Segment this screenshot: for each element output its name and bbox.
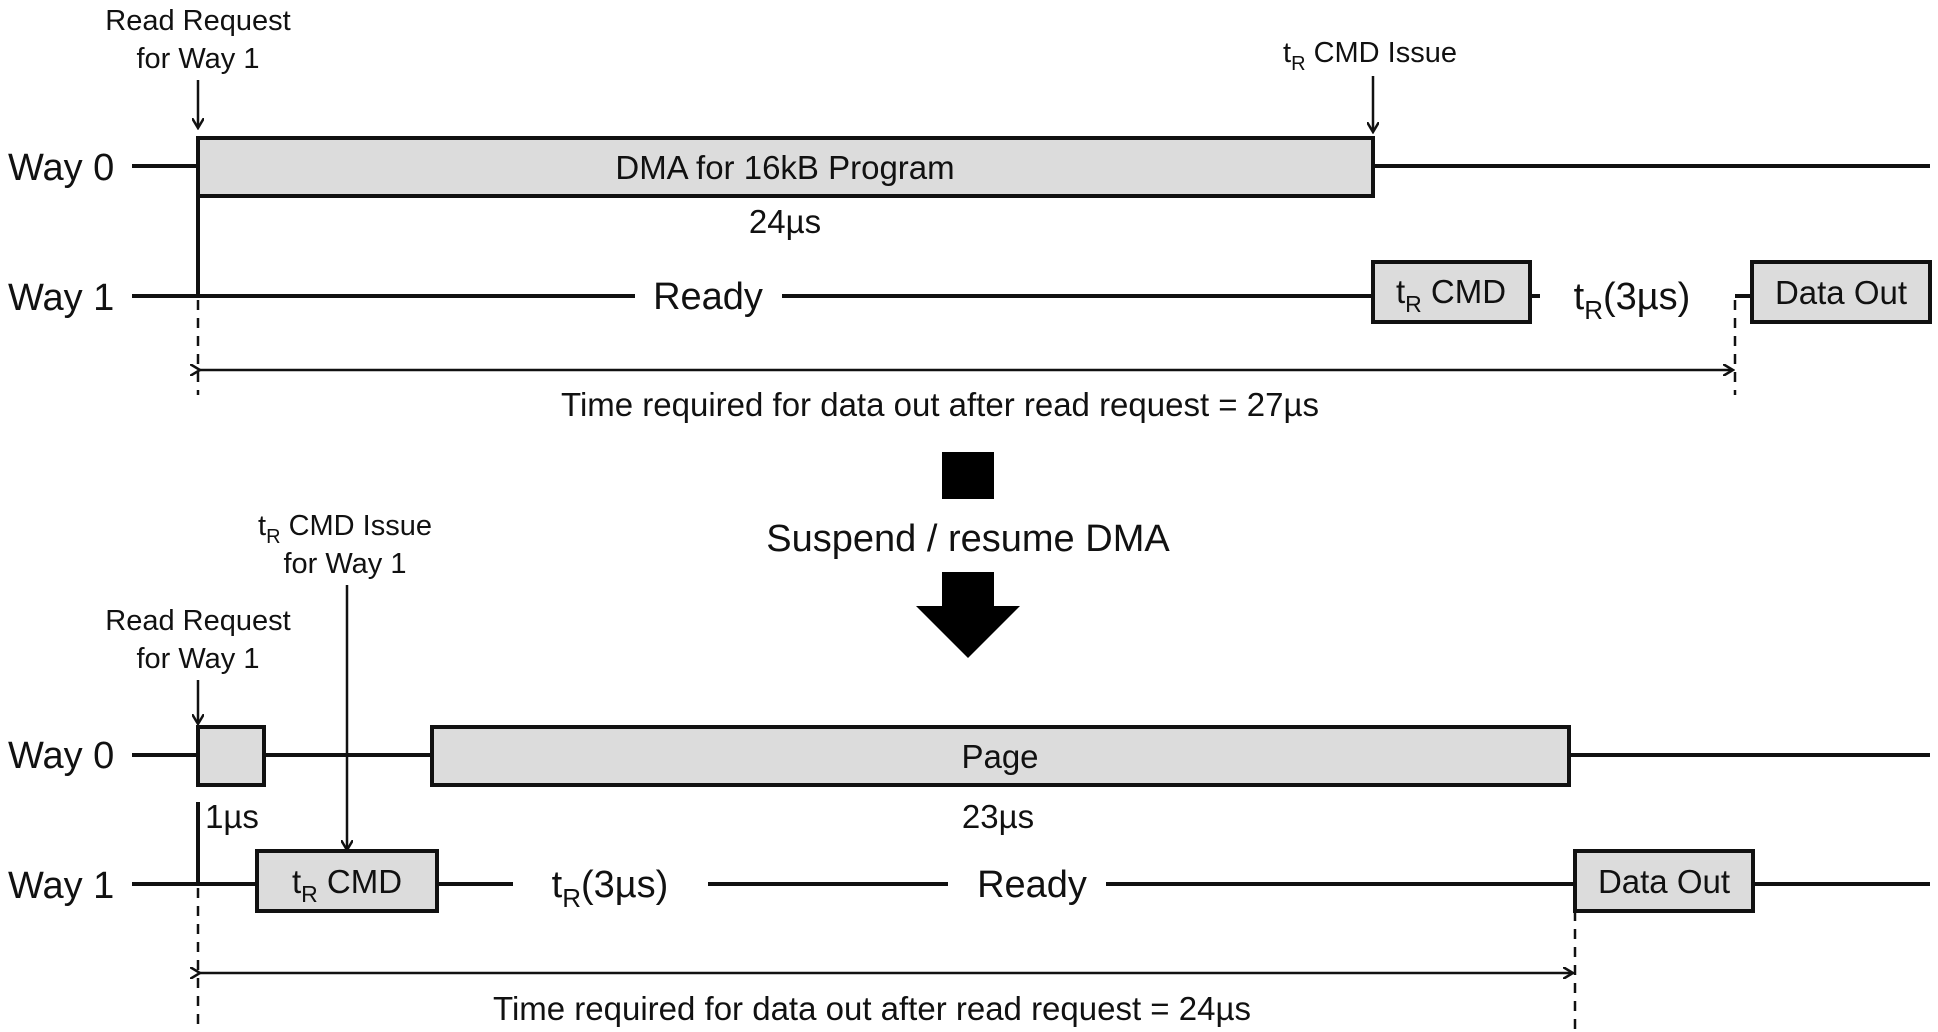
top-way0-label: Way 0 [8,147,114,189]
top-tr-cmd-issue-label: tR CMD Issue [1283,37,1457,75]
top-ready-label: Ready [653,276,763,318]
bottom-tr-cmd-box [255,849,439,913]
bottom-page-box-label: Page [961,738,1038,775]
top-tr-cmd-box [1371,260,1532,324]
top-timing-diagram: Read Request for Way 1 tR CMD Issue Way … [8,5,1932,423]
bottom-ready-label: Ready [977,864,1087,906]
top-tr-time-label: tR(3µs) [1574,276,1691,325]
top-data-out-label: Data Out [1775,274,1907,311]
bottom-tr-cmd-issue-label-line2: for Way 1 [283,548,406,580]
bottom-small-dma-box [196,725,266,787]
transition-label: Suspend / resume DMA [766,518,1170,560]
top-dma-box-label: DMA for 16kB Program [615,149,954,186]
top-dma-duration: 24µs [749,203,821,240]
top-way1-label: Way 1 [8,277,114,319]
bottom-tr-cmd-label: tR CMD [292,863,402,907]
bottom-tr-cmd-issue-label: tR CMD Issue [258,510,432,548]
transition: Suspend / resume DMA [766,452,1170,658]
top-total-time-label: Time required for data out after read re… [561,386,1319,423]
bottom-way1-label: Way 1 [8,865,114,907]
top-read-request-label-line2: for Way 1 [136,43,259,75]
transition-block-icon [942,452,994,499]
bottom-way0-label: Way 0 [8,735,114,777]
bottom-timing-diagram: tR CMD Issue for Way 1 Read Request for … [8,510,1930,1030]
bottom-read-request-label-line2: for Way 1 [136,643,259,675]
top-data-out-box [1750,260,1932,324]
bottom-data-out-label: Data Out [1598,863,1730,900]
bottom-small-box-duration: 1µs [205,798,259,835]
top-tr-cmd-label: tR CMD [1396,273,1506,317]
bottom-tr-time-label: tR(3µs) [552,864,669,913]
bottom-read-request-label: Read Request [105,605,290,637]
bottom-total-time-label: Time required for data out after read re… [493,990,1251,1027]
down-arrow-icon [916,572,1020,658]
bottom-data-out-box [1573,849,1755,913]
top-read-request-label: Read Request [105,5,290,37]
bottom-page-duration: 23µs [962,798,1034,835]
top-dma-box [196,136,1375,198]
